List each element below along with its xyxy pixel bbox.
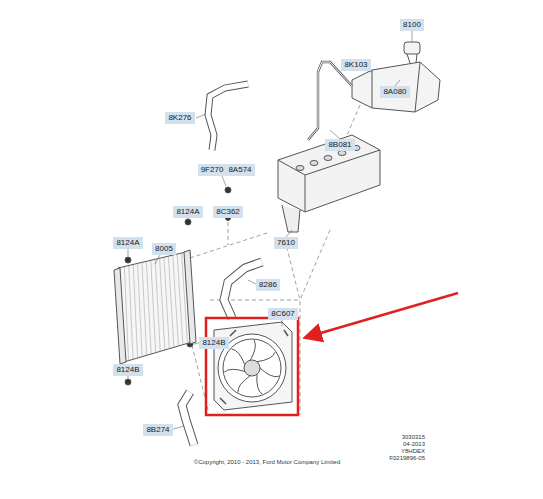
callout-number: 7610 bbox=[274, 237, 298, 249]
drawing-note: Y8HDEX bbox=[400, 448, 426, 455]
callout-number: 8005 bbox=[152, 243, 176, 255]
drawing-note: 04-2013 bbox=[402, 441, 426, 448]
callout-number: 8C607 bbox=[268, 308, 298, 320]
callout-number: 9F270 bbox=[198, 164, 227, 176]
callout-number: 8K103 bbox=[341, 59, 370, 71]
callout-number: 8124A bbox=[113, 237, 142, 249]
callout-number: 8124A bbox=[173, 206, 202, 218]
callout-number: 8B274 bbox=[143, 424, 172, 436]
callout-number: 8K276 bbox=[165, 112, 194, 124]
callout-number: 8A574 bbox=[225, 164, 254, 176]
callout-number: 8B081 bbox=[325, 139, 354, 151]
drawing-note: F0219896-05 bbox=[388, 455, 426, 462]
callout-number: 8124B bbox=[113, 364, 142, 376]
callout-number: 8100 bbox=[400, 19, 424, 31]
callout-number: 8124B bbox=[199, 337, 228, 349]
callout-number: 8A080 bbox=[380, 86, 409, 98]
callout-number: 8286 bbox=[256, 279, 280, 291]
drawing-note: ©Copyright, 2010 - 2013, Ford Motor Comp… bbox=[193, 459, 342, 466]
callout-number: 8C362 bbox=[213, 206, 243, 218]
drawing-note: 3030315 bbox=[401, 434, 426, 441]
